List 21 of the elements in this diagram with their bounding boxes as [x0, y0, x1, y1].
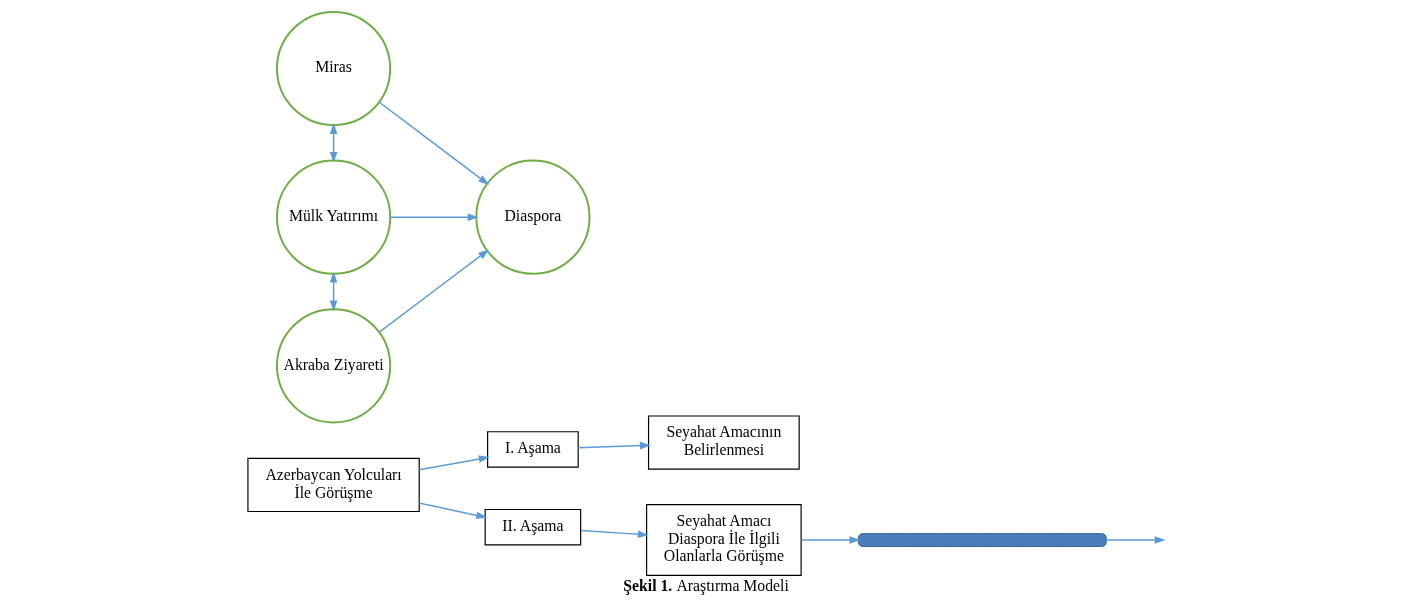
node-box: II. Aşama — [484, 508, 582, 546]
arrow — [580, 529, 649, 539]
node-box: Seyahat Amacı Diaspora İle İlgili Olanlarla Görüşme — [646, 504, 802, 577]
node-box: Seyahat Amacının Belirlenmesi — [647, 415, 800, 470]
arrow — [800, 536, 861, 544]
arrow — [389, 213, 479, 221]
arrow — [418, 455, 490, 471]
arrow — [378, 101, 490, 185]
arrow — [329, 271, 338, 312]
node-arc — [857, 533, 1107, 547]
node-box: Azerbaycan Yolcuları İle Görüşme — [247, 457, 420, 513]
node-circle: Mülk Yatırımı — [276, 159, 392, 275]
node-circle: Akraba Ziyareti — [276, 308, 392, 424]
arrow — [329, 123, 338, 163]
arrow — [577, 441, 651, 450]
caption: Şekil 1. Araştırma Modeli — [623, 577, 789, 595]
arrow — [418, 502, 488, 520]
arrow — [378, 249, 490, 333]
node-box: I. Aşama — [487, 431, 579, 468]
arrow — [1105, 536, 1166, 544]
node-circle: Miras — [276, 10, 392, 127]
